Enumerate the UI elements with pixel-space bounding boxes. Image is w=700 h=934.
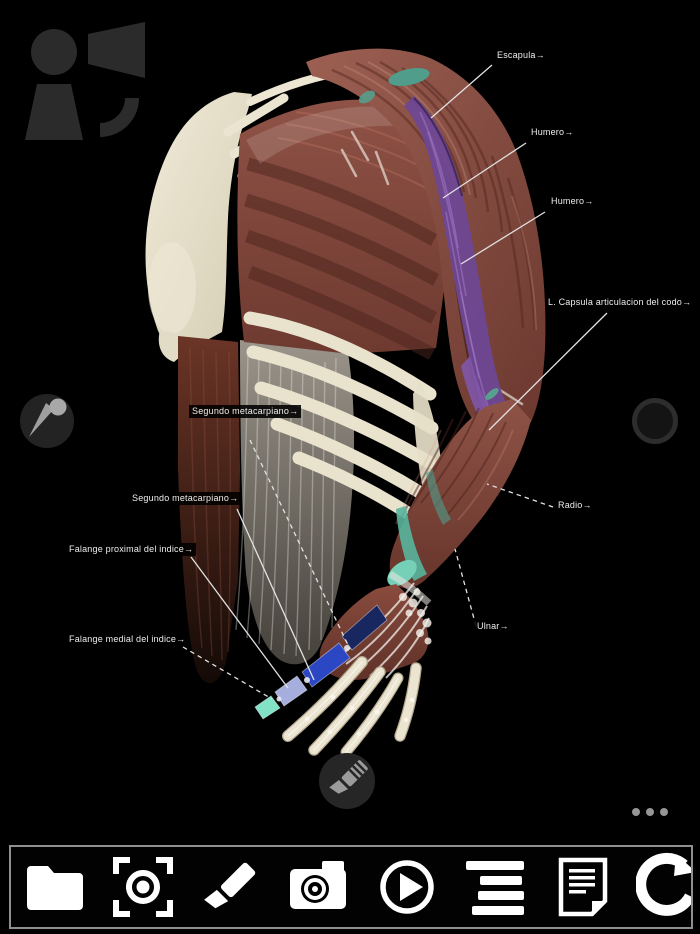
anatomy-label[interactable]: Humero→ bbox=[528, 126, 577, 139]
marker-icon bbox=[204, 862, 256, 909]
ellipsis-dot bbox=[646, 808, 654, 816]
anatomy-label[interactable]: Falange medial del indice→ bbox=[66, 633, 189, 646]
anatomy-label[interactable]: Humero→ bbox=[548, 195, 597, 208]
anatomy-label[interactable]: Segundo metacarpiano→ bbox=[189, 405, 302, 418]
more-options-button[interactable] bbox=[632, 804, 680, 820]
rib-bones bbox=[243, 311, 439, 522]
list-lines-icon bbox=[466, 861, 524, 915]
pin-icon bbox=[29, 398, 67, 437]
presenter-megaphone-icon[interactable] bbox=[0, 0, 170, 150]
pen-tool-button[interactable] bbox=[319, 753, 375, 809]
bottom-toolbar bbox=[9, 845, 693, 929]
capture-frame-button[interactable] bbox=[99, 847, 187, 927]
presenter-icon-shapes bbox=[25, 22, 145, 140]
play-button[interactable] bbox=[363, 847, 451, 927]
leader-lines-dashed bbox=[182, 439, 554, 700]
anatomy-label[interactable]: Segundo metacarpiano→ bbox=[129, 492, 242, 505]
anatomy-label[interactable]: L. Capsula articulacion del codo→ bbox=[545, 296, 695, 309]
anatomy-label[interactable]: Ulnar→ bbox=[474, 620, 512, 633]
index-ray-highlight bbox=[254, 604, 388, 720]
teal-accents bbox=[358, 68, 499, 400]
forearm-muscles bbox=[387, 399, 531, 589]
hand bbox=[254, 570, 432, 758]
rotate-arrow-icon bbox=[636, 853, 691, 916]
anatomy-label[interactable]: Escapula→ bbox=[494, 49, 548, 62]
ellipsis-dot bbox=[660, 808, 668, 816]
folder-icon bbox=[27, 866, 83, 910]
pin-tool-button[interactable] bbox=[20, 394, 74, 448]
marker-button[interactable] bbox=[187, 847, 275, 927]
marker-pen-icon bbox=[329, 760, 368, 794]
lat-muscle bbox=[178, 336, 240, 684]
ellipsis-dot bbox=[632, 808, 640, 816]
play-icon bbox=[380, 860, 434, 914]
rotate-button[interactable] bbox=[627, 847, 691, 927]
anatomy-label[interactable]: Falange proximal del indice→ bbox=[66, 543, 197, 556]
ring-tool-button[interactable] bbox=[632, 398, 678, 444]
document-button[interactable] bbox=[539, 847, 627, 927]
camera-button[interactable] bbox=[275, 847, 363, 927]
folder-button[interactable] bbox=[11, 847, 99, 927]
camera-icon bbox=[290, 861, 346, 909]
document-icon bbox=[558, 857, 608, 917]
list-lines-button[interactable] bbox=[451, 847, 539, 927]
anatomy-label[interactable]: Radio→ bbox=[555, 499, 595, 512]
leader-lines-solid bbox=[190, 64, 608, 689]
capture-frame-icon bbox=[113, 857, 173, 917]
